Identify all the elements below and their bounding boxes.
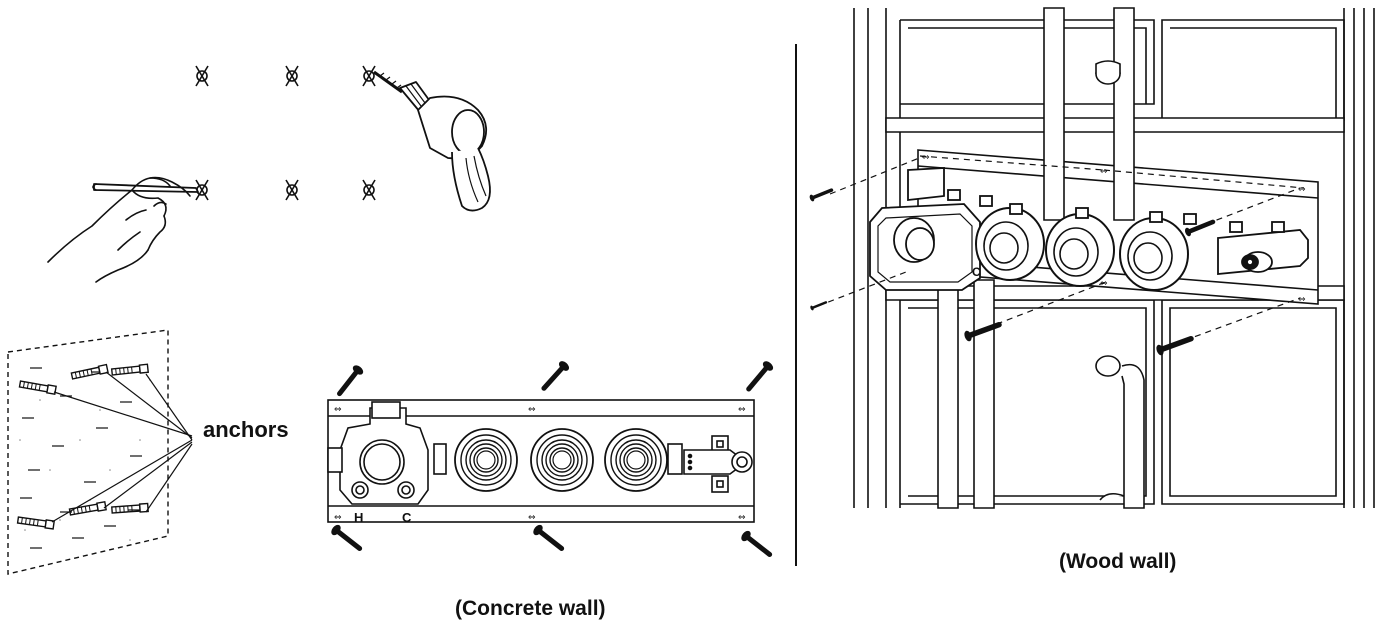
wood-wall-manifold <box>869 167 1309 291</box>
screw-icon <box>540 360 570 391</box>
svg-text:⇔: ⇔ <box>334 513 342 523</box>
screw-icon <box>745 360 774 392</box>
svg-text:⇔: ⇔ <box>1100 279 1108 289</box>
drill-icon <box>373 70 491 212</box>
screw-icon <box>741 530 773 558</box>
valve-port-icon <box>530 428 594 492</box>
drill-mark-icon <box>362 65 376 87</box>
screw-icon <box>808 298 829 313</box>
anchors-panel <box>7 329 193 575</box>
valve-port-icon <box>975 207 1045 281</box>
screw-icon <box>533 524 565 552</box>
valve-port-icon <box>1045 213 1115 287</box>
svg-text:⇔: ⇔ <box>1298 295 1306 305</box>
anchor-icon <box>110 363 149 377</box>
wood-wall-pipes <box>937 7 1145 509</box>
anchor-icon <box>70 363 109 381</box>
svg-text:⇔: ⇔ <box>528 405 536 415</box>
hot-letter: H <box>354 510 363 525</box>
svg-text:⇔: ⇔ <box>334 405 342 415</box>
svg-text:⇔: ⇔ <box>1298 185 1306 195</box>
screw-icon <box>336 365 364 397</box>
anchor-icon <box>18 379 57 395</box>
drill-mark-icon <box>195 65 209 87</box>
wood-wall-label: (Wood wall) <box>1059 550 1177 573</box>
drill-mark-icon <box>285 179 299 201</box>
valve-port-icon <box>604 428 668 492</box>
drill-mark-icon <box>362 179 376 201</box>
svg-text:⇔: ⇔ <box>1100 167 1108 177</box>
anchor-icon <box>111 502 149 515</box>
screw-icon <box>806 185 835 204</box>
svg-text:⇔: ⇔ <box>738 513 746 523</box>
svg-text:⇔: ⇔ <box>922 153 930 163</box>
concrete-wall-label: (Concrete wall) <box>455 597 606 620</box>
screw-icon <box>1155 334 1193 357</box>
drill-mark-icon <box>285 65 299 87</box>
svg-text:⇔: ⇔ <box>738 405 746 415</box>
wood-cold-letter: C <box>972 265 981 279</box>
svg-text:⇔: ⇔ <box>528 513 536 523</box>
screw-icon <box>331 524 363 552</box>
pencil-hand-icon <box>47 176 199 283</box>
drill-marks <box>195 65 376 201</box>
anchors-label: anchors <box>203 417 289 442</box>
anchors-callout-lines <box>51 371 193 523</box>
anchor-icon <box>16 515 55 530</box>
valve-port-icon <box>1119 217 1189 291</box>
cold-letter: C <box>402 510 412 525</box>
valve-port-icon <box>454 428 518 492</box>
concrete-wall-manifold: ⇔ ⇔ ⇔ ⇔ ⇔ ⇔ <box>327 360 774 558</box>
